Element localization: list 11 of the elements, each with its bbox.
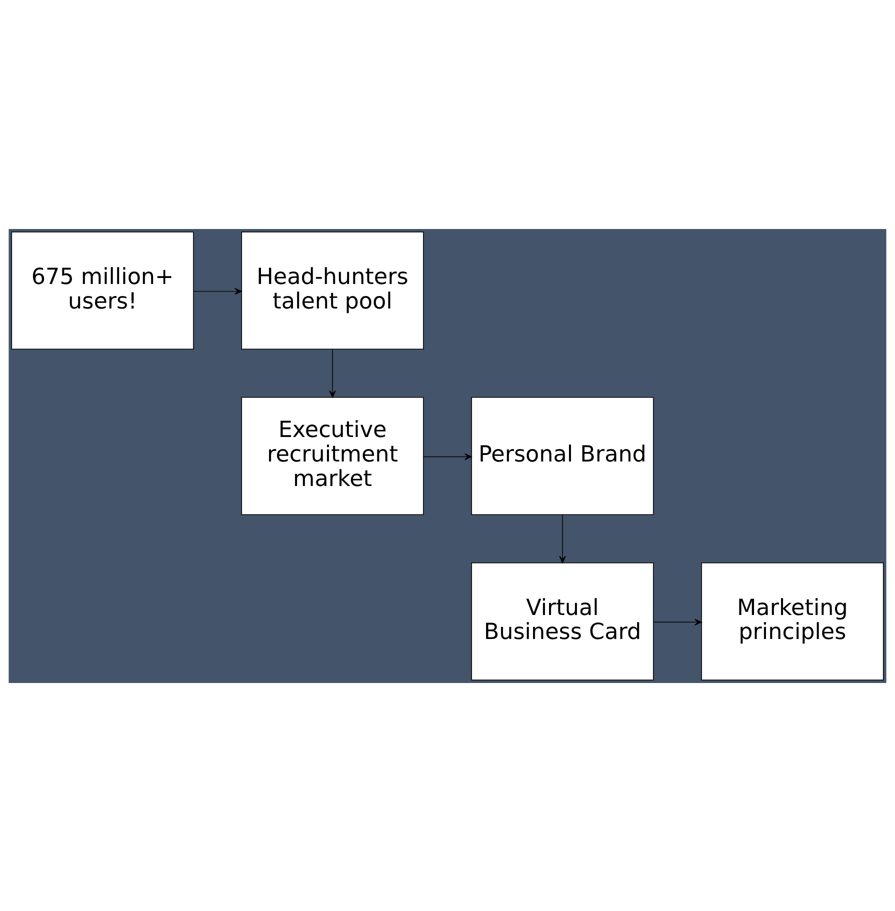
node-box: Virtual Business Card [471, 562, 654, 680]
node-box: Personal Brand [471, 396, 654, 514]
node-box: Head-hunters talent pool [241, 231, 424, 350]
node-box: 675 million+ users! [11, 231, 194, 350]
node-box: Marketing principles [701, 562, 884, 680]
arrow [329, 348, 336, 398]
arrow [423, 452, 472, 460]
arrow [193, 287, 242, 294]
arrow [559, 514, 566, 563]
node-box: Executive recruitment market [241, 396, 424, 514]
arrow [653, 618, 702, 626]
